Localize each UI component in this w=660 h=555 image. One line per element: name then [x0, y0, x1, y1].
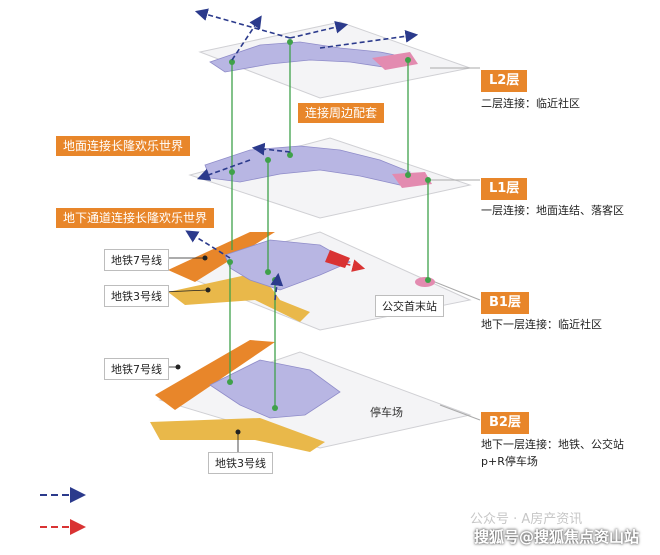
metro-line7-b2-label: 地铁7号线 [104, 358, 169, 380]
l1-shapes [204, 145, 432, 188]
flow-arrows [185, 8, 419, 301]
b1-bus-terminal-marker [415, 277, 435, 287]
surrounding-facilities-tag: 连接周边配套 [298, 103, 385, 123]
b1-walkway [224, 239, 351, 291]
b2-orange-band [155, 340, 275, 410]
ground-link-tag: 地面连接长隆欢乐世界 [56, 136, 191, 156]
level-l1-tag: L1层 [481, 178, 528, 200]
level-b2-tag: B2层 [481, 412, 529, 434]
b1-red-zone [325, 250, 350, 268]
metro-line3-b2-label: 地铁3号线 [208, 452, 273, 474]
level-leader-lines [429, 67, 481, 421]
level-b2-desc-line1: 地下一层连接：地铁、公交站 [481, 438, 624, 451]
watermark-main: 搜狐号@搜狐焦点资山站 [474, 528, 640, 546]
l2-shapes [209, 41, 418, 73]
metro-line7-b1-label: 地铁7号线 [104, 249, 169, 271]
parking-label: 停车场 [370, 406, 403, 419]
b1-shapes [168, 232, 435, 322]
bus-terminal-label: 公交首末站 [375, 295, 444, 317]
b2-yellow-band [150, 418, 325, 452]
watermark-faint: 公众号 · A房产资讯 [470, 512, 583, 527]
level-b1-tag: B1层 [481, 292, 529, 314]
underground-link-tag: 地下通道连接长隆欢乐世界 [56, 208, 215, 228]
red-arrows [329, 259, 366, 272]
level-l2-tag: L2层 [481, 70, 528, 92]
connector-nodes [227, 39, 431, 411]
level-l2-desc: 二层连接：临近社区 [481, 97, 580, 110]
l2-pink-zone [372, 52, 418, 70]
level-b1-desc: 地下一层连接：临近社区 [481, 318, 602, 331]
vertical-connectors [229, 42, 429, 408]
level-b2-desc-line2: p+R停车场 [481, 455, 538, 468]
b1-orange-band [168, 232, 275, 282]
metro-line3-b1-label: 地铁3号线 [104, 285, 169, 307]
l1-pink-zone [392, 172, 432, 188]
level-l1-desc: 一层连接：地面连结、落客区 [481, 204, 624, 217]
